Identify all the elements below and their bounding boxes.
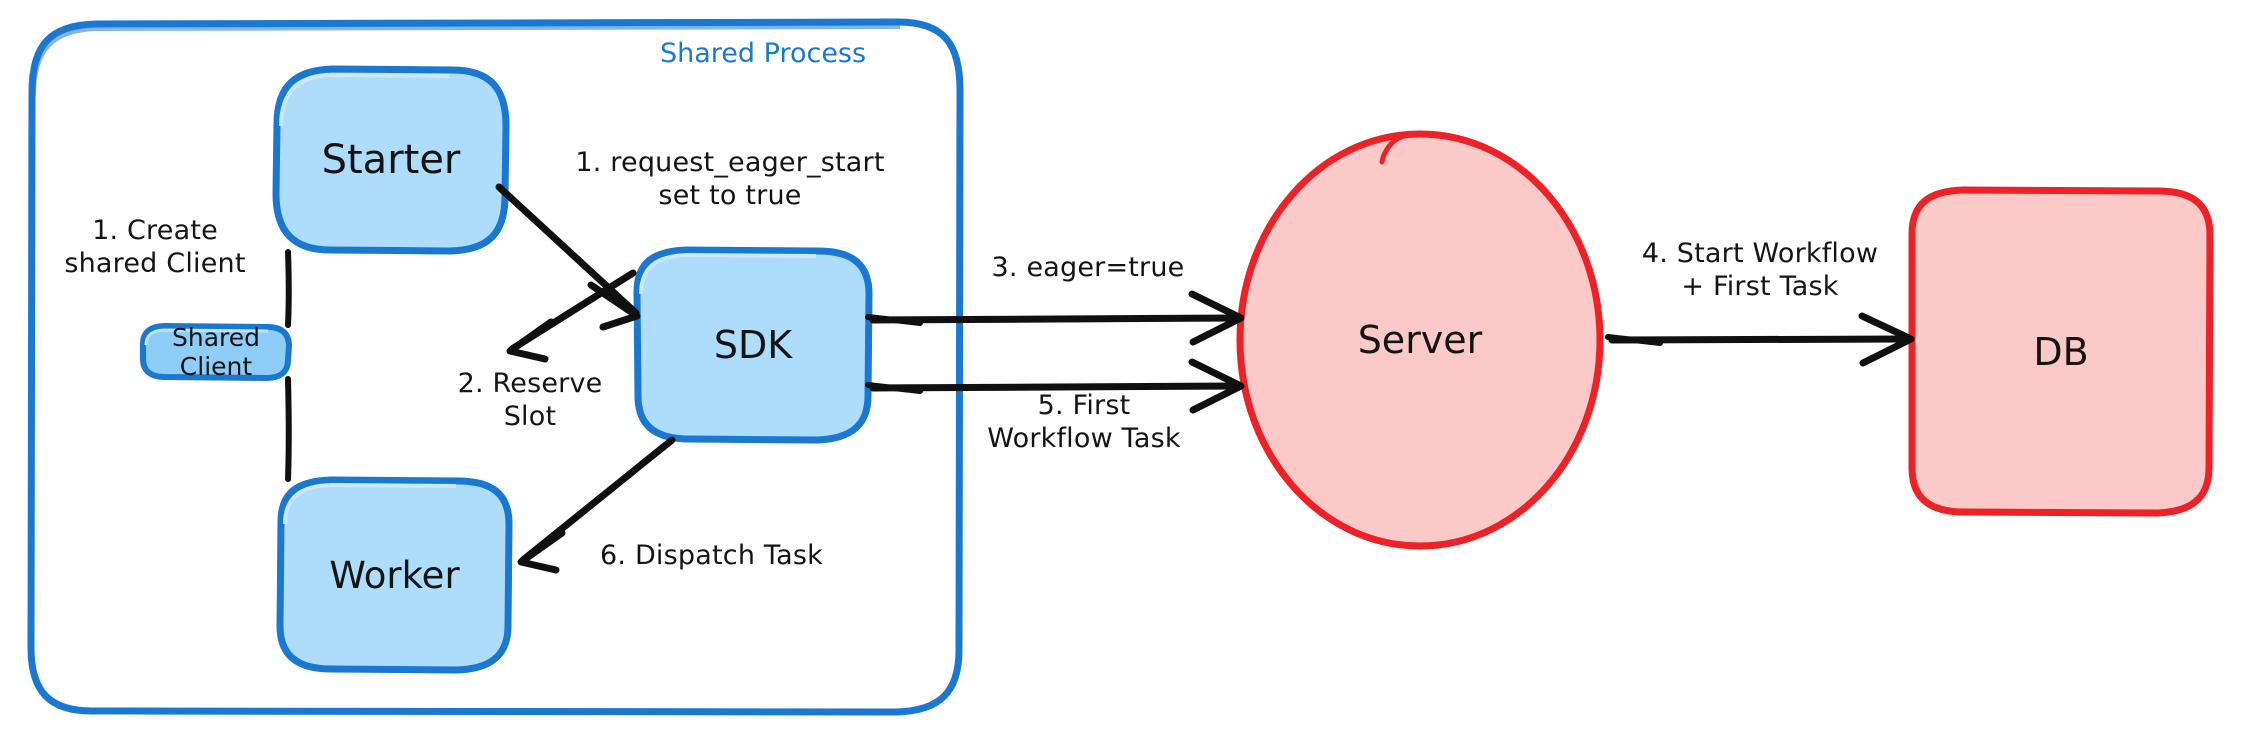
edge-label-request-eager-start: 1. request_eager_start set to true [575,147,885,211]
node-sdk[interactable] [633,246,873,444]
edge-label-create-shared-client: 1. Create shared Client [64,215,246,279]
edge-eager-true [865,290,1245,346]
group-title-shared-process: Shared Process [660,38,867,69]
edge-label-eager-true: 3. eager=true [991,252,1185,283]
edge-reserve-slot [506,269,637,363]
edge-shared-client-worker [285,376,292,482]
edge-label-dispatch-task: 6. Dispatch Task [600,540,823,571]
edge-create-shared-client [285,249,292,328]
edge-label-start-workflow: 4. Start Workflow + First Task [1641,238,1879,302]
group-shared-process[interactable] [27,18,964,716]
edge-dispatch-task [517,436,676,574]
edge-first-workflow-task [865,358,1245,414]
node-db[interactable] [1908,186,2214,517]
edge-label-first-workflow-task: 5. First Workflow Task [987,390,1181,454]
node-shared-client[interactable] [140,323,292,381]
node-server[interactable] [1236,130,1604,550]
edge-start-workflow [1605,312,1915,367]
edge-label-reserve-slot: 2. Reserve Slot [457,368,603,432]
edge-request-eager-start [495,183,641,331]
node-worker[interactable] [276,476,513,674]
node-starter[interactable] [272,65,510,255]
